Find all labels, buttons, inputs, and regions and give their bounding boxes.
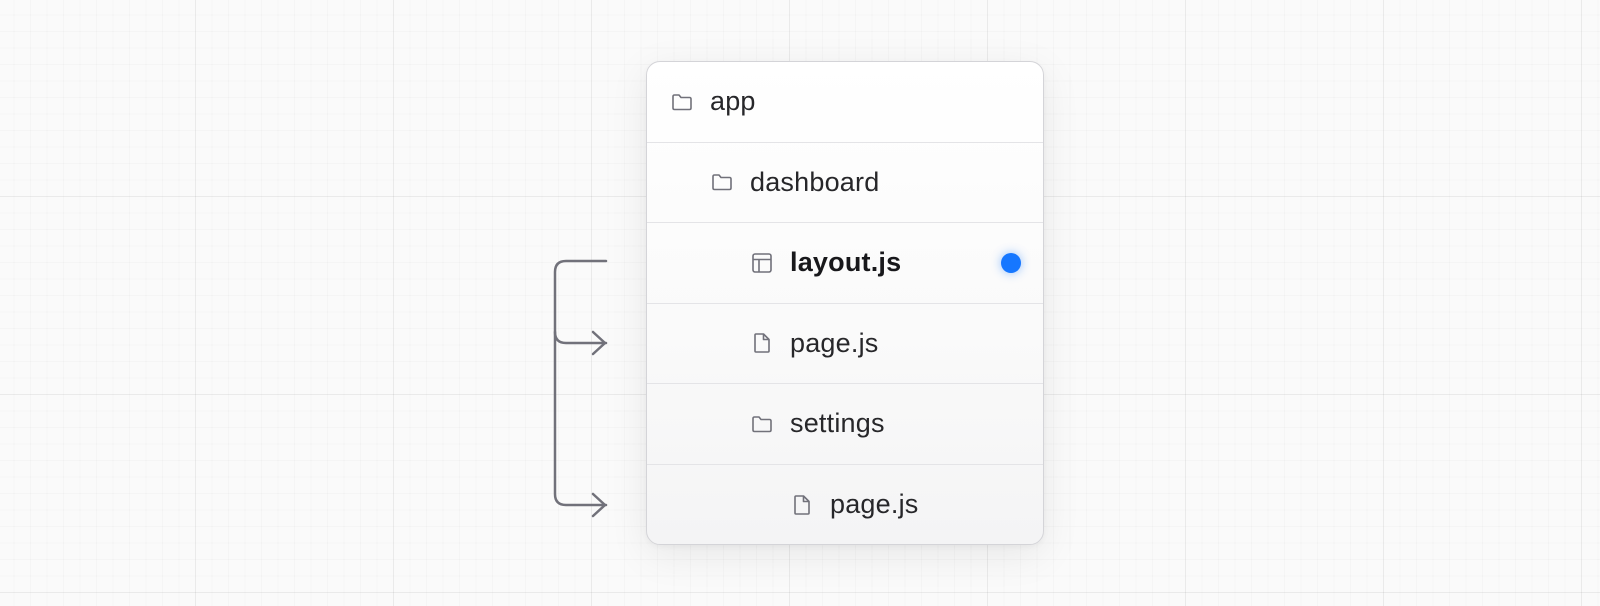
active-indicator-dot <box>1001 252 1021 273</box>
tree-row-settings[interactable]: settings <box>647 384 1043 465</box>
layout-icon <box>749 250 775 276</box>
tree-row-page-js[interactable]: page.js <box>647 304 1043 384</box>
tree-row-layout-js[interactable]: layout.js <box>647 223 1043 304</box>
folder-icon <box>749 411 775 437</box>
tree-row-label: dashboard <box>750 166 880 197</box>
folder-icon <box>669 89 695 115</box>
tree-row-label: layout.js <box>790 247 902 278</box>
folder-icon <box>709 169 735 195</box>
tree-row-label: app <box>710 86 756 117</box>
file-icon <box>749 330 775 356</box>
connector-branch-line <box>553 330 608 345</box>
tree-row-label: settings <box>790 408 885 439</box>
tree-row-app[interactable]: app <box>647 62 1043 143</box>
arrowhead-settings-page-js <box>591 492 607 518</box>
tree-row-label: page.js <box>830 489 919 520</box>
tree-row-label: page.js <box>790 327 879 358</box>
arrowhead-page-js <box>591 330 607 356</box>
connector-main-line <box>553 259 608 507</box>
file-tree-panel: app dashboard layout.js page.js s <box>646 61 1044 545</box>
file-icon <box>789 492 815 518</box>
tree-row-dashboard[interactable]: dashboard <box>647 143 1043 223</box>
tree-row-settings-page-js[interactable]: page.js <box>647 465 1043 545</box>
